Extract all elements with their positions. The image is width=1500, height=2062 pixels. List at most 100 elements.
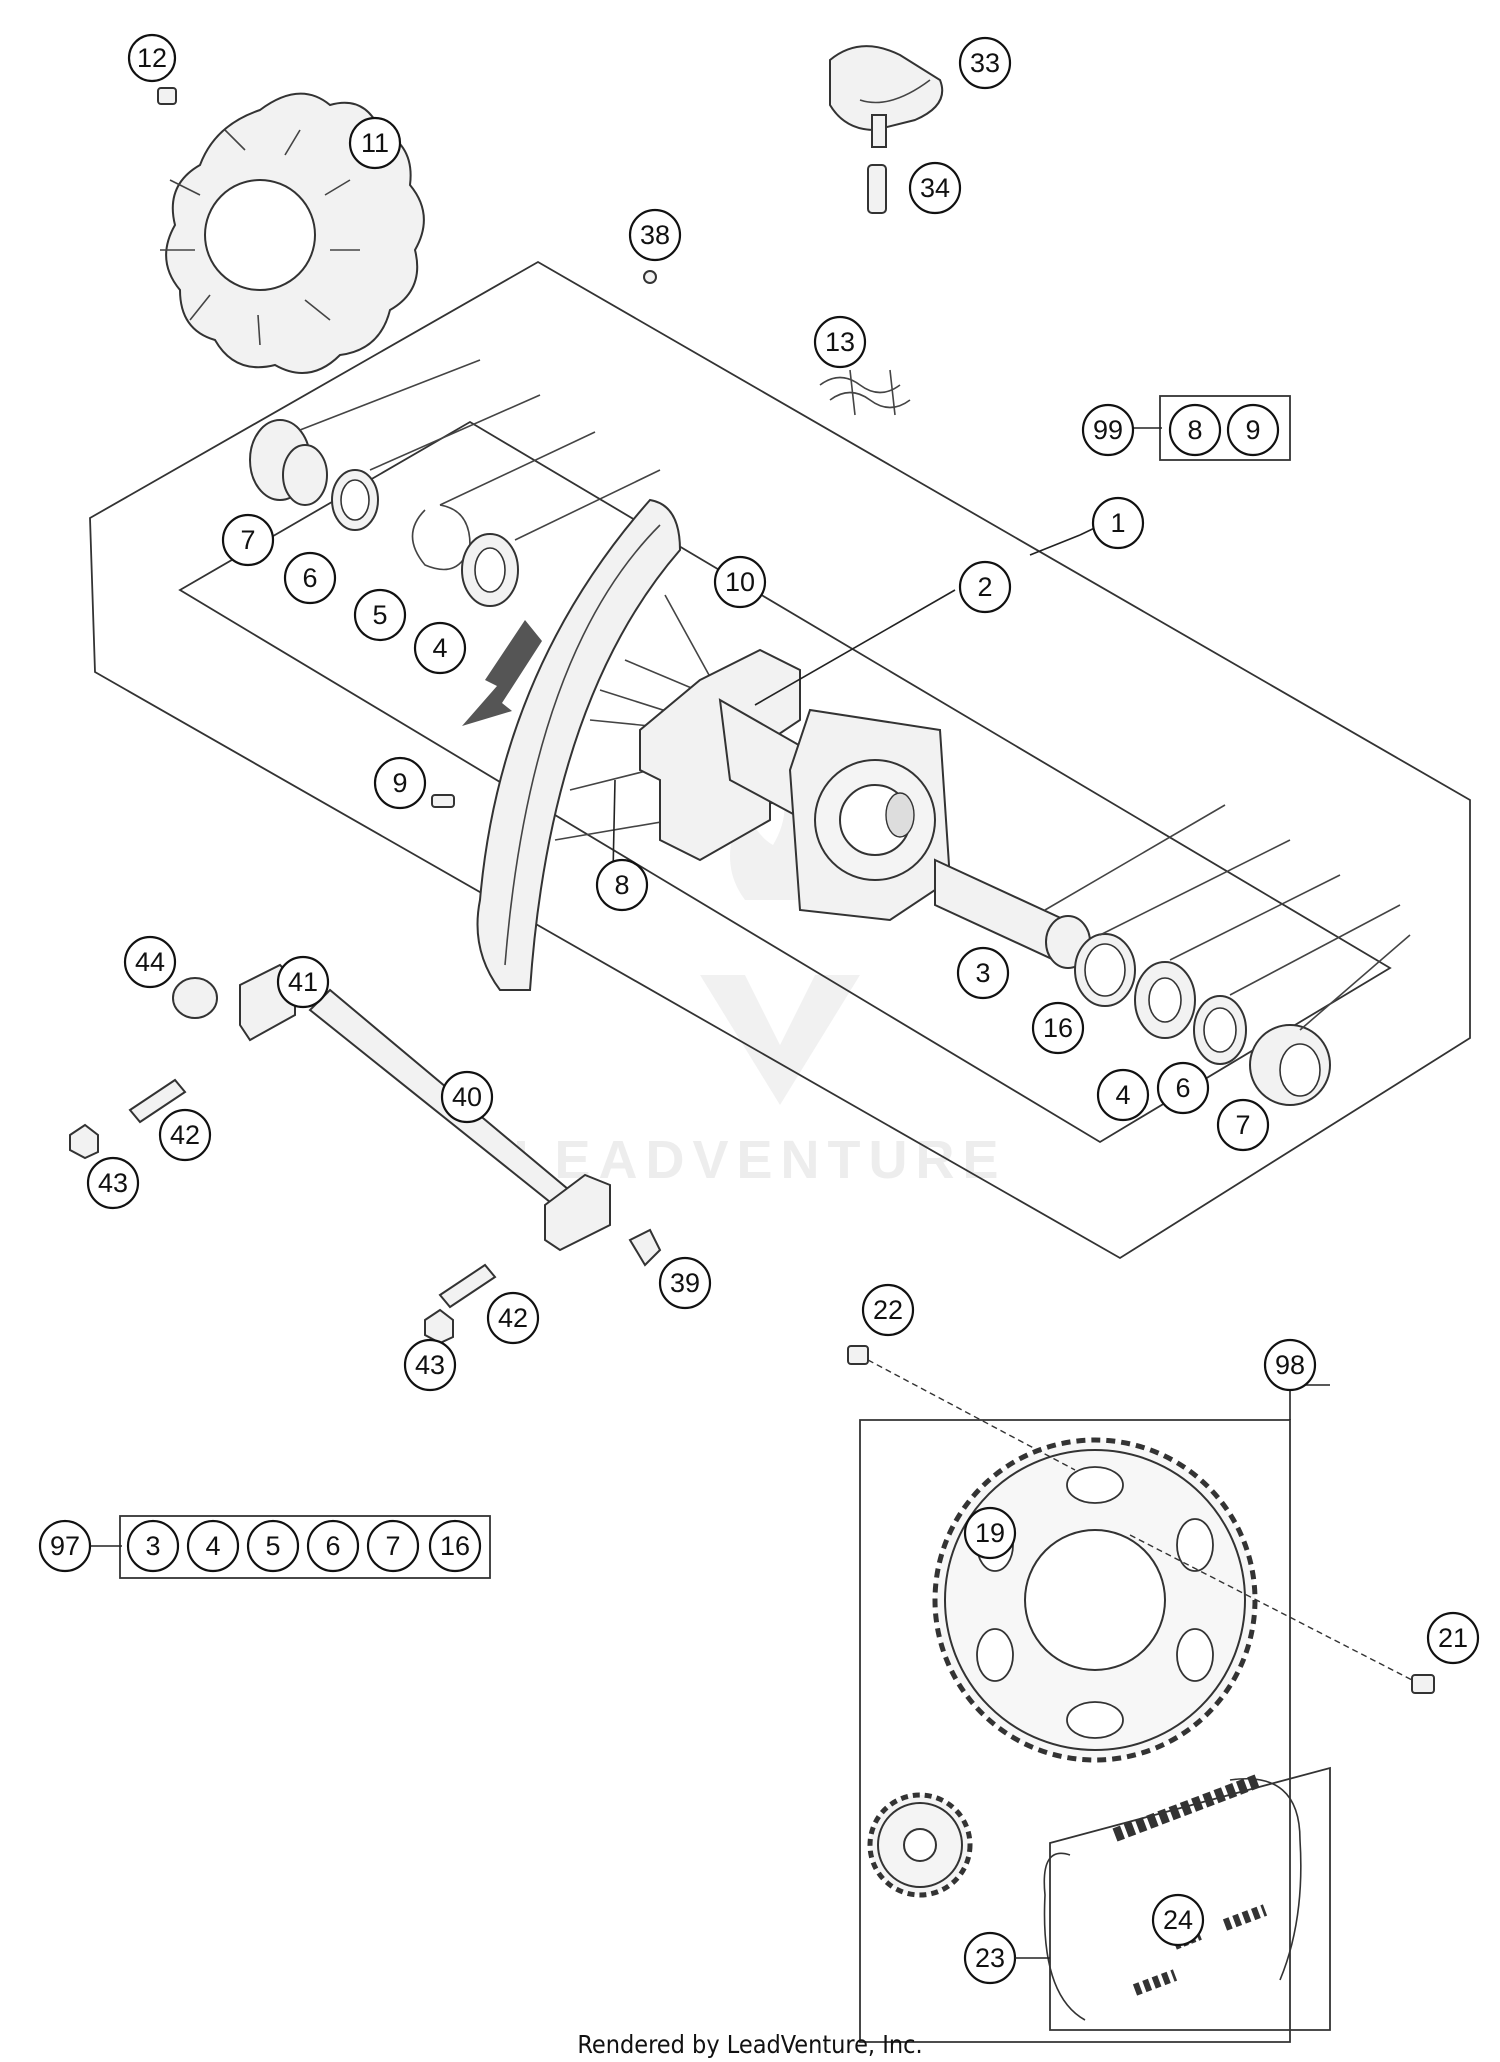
callout-4-right: 4 xyxy=(1096,1068,1150,1122)
svg-text:13: 13 xyxy=(825,327,855,357)
svg-text:40: 40 xyxy=(452,1082,482,1112)
svg-text:9: 9 xyxy=(1245,415,1260,445)
svg-text:24: 24 xyxy=(1163,1905,1193,1935)
callout-11: 11 xyxy=(348,116,402,170)
svg-text:33: 33 xyxy=(970,48,1000,78)
right-stack-guides xyxy=(1044,804,1411,1031)
callouts: 12 11 33 34 38 13 99 8 9 1 2 10 7 6 5 4 … xyxy=(38,33,1480,1985)
callout-7-right: 7 xyxy=(1216,1098,1270,1152)
svg-text:7: 7 xyxy=(385,1531,400,1561)
callout-40: 40 xyxy=(440,1070,494,1124)
callout-42-bottom: 42 xyxy=(486,1291,540,1345)
svg-text:6: 6 xyxy=(302,563,317,593)
front-sprocket xyxy=(867,1792,973,1898)
svg-text:41: 41 xyxy=(288,967,318,997)
svg-text:1: 1 xyxy=(1110,508,1125,538)
callout-4-left: 4 xyxy=(413,621,467,675)
callout-99: 99 xyxy=(1081,403,1135,457)
callout-6-right: 6 xyxy=(1156,1061,1210,1115)
callout-23: 23 xyxy=(963,1931,1017,1985)
wheel-assembly-box xyxy=(89,260,1471,1260)
svg-text:39: 39 xyxy=(670,1268,700,1298)
callout-21: 21 xyxy=(1426,1611,1480,1665)
callout-97-7: 7 xyxy=(366,1519,420,1573)
wheel-inner-box xyxy=(178,420,1392,1144)
spoke-nipple xyxy=(431,794,455,808)
callout-6-left: 6 xyxy=(283,551,337,605)
nipple xyxy=(643,270,657,284)
svg-text:97: 97 xyxy=(50,1531,80,1561)
callout-24: 24 xyxy=(1151,1893,1205,1947)
callout-1: 1 xyxy=(1091,496,1145,550)
left-stack-guides xyxy=(299,359,661,541)
svg-text:3: 3 xyxy=(975,958,990,988)
callout-5-left: 5 xyxy=(353,588,407,642)
callout-97-3: 3 xyxy=(126,1519,180,1573)
callout-7-left: 7 xyxy=(221,513,275,567)
callout-97-16: 16 xyxy=(428,1519,482,1573)
spacer-sleeve xyxy=(867,164,887,214)
svg-text:42: 42 xyxy=(170,1120,200,1150)
rear-sprocket xyxy=(932,1437,1258,1763)
callout-34: 34 xyxy=(908,161,962,215)
callout-99-8: 8 xyxy=(1168,403,1222,457)
svg-text:2: 2 xyxy=(977,572,992,602)
svg-text:10: 10 xyxy=(725,567,755,597)
svg-text:7: 7 xyxy=(1235,1110,1250,1140)
svg-text:43: 43 xyxy=(98,1168,128,1198)
svg-text:98: 98 xyxy=(1275,1350,1305,1380)
svg-text:5: 5 xyxy=(372,600,387,630)
svg-text:22: 22 xyxy=(873,1295,903,1325)
callout-42-top: 42 xyxy=(158,1108,212,1162)
svg-text:8: 8 xyxy=(1187,415,1202,445)
svg-text:21: 21 xyxy=(1438,1623,1468,1653)
sprocket-nut xyxy=(1411,1674,1435,1694)
callout-8: 8 xyxy=(595,858,649,912)
disc-bolt xyxy=(157,87,177,105)
svg-text:19: 19 xyxy=(975,1518,1005,1548)
svg-text:9: 9 xyxy=(392,768,407,798)
svg-text:99: 99 xyxy=(1093,415,1123,445)
svg-text:38: 38 xyxy=(640,220,670,250)
callout-44: 44 xyxy=(123,935,177,989)
callout-19: 19 xyxy=(963,1506,1017,1560)
callout-99-9: 9 xyxy=(1226,403,1280,457)
svg-text:23: 23 xyxy=(975,1943,1005,1973)
svg-text:4: 4 xyxy=(432,633,447,663)
left-bearing-stack xyxy=(249,419,519,607)
callout-38: 38 xyxy=(628,208,682,262)
callout-97-5: 5 xyxy=(246,1519,300,1573)
callout-97-6: 6 xyxy=(306,1519,360,1573)
callout-12: 12 xyxy=(127,33,177,83)
callout-16: 16 xyxy=(1031,1001,1085,1055)
rendered-by-footer: Rendered by LeadVenture, Inc. xyxy=(577,2030,923,2059)
svg-text:11: 11 xyxy=(361,128,389,158)
svg-text:42: 42 xyxy=(498,1303,528,1333)
rim xyxy=(476,498,682,991)
callout-10: 10 xyxy=(713,555,767,609)
svg-text:5: 5 xyxy=(265,1531,280,1561)
callout-39: 39 xyxy=(658,1256,712,1310)
callout-43-top: 43 xyxy=(86,1156,140,1210)
sprocket-bolt xyxy=(847,1345,869,1365)
svg-text:44: 44 xyxy=(135,947,165,977)
callout-41: 41 xyxy=(276,955,330,1009)
callout-2: 2 xyxy=(958,560,1012,614)
svg-text:4: 4 xyxy=(1115,1080,1130,1110)
callout-3: 3 xyxy=(956,946,1010,1000)
svg-text:8: 8 xyxy=(614,870,629,900)
callout-43-bottom: 43 xyxy=(403,1338,457,1392)
kit-97-box xyxy=(119,1515,491,1579)
svg-text:12: 12 xyxy=(137,43,167,73)
svg-text:3: 3 xyxy=(145,1531,160,1561)
svg-text:43: 43 xyxy=(415,1350,445,1380)
svg-text:16: 16 xyxy=(440,1531,470,1561)
right-bearing-stack xyxy=(934,858,1331,1106)
rim-tape-clip xyxy=(819,369,911,416)
callout-97-4: 4 xyxy=(186,1519,240,1573)
bolt-axis-top xyxy=(867,1359,1076,1471)
bolt-axis-right xyxy=(1129,1534,1413,1681)
callout-13: 13 xyxy=(813,315,867,369)
sprocket-kit-box xyxy=(859,1419,1291,2043)
